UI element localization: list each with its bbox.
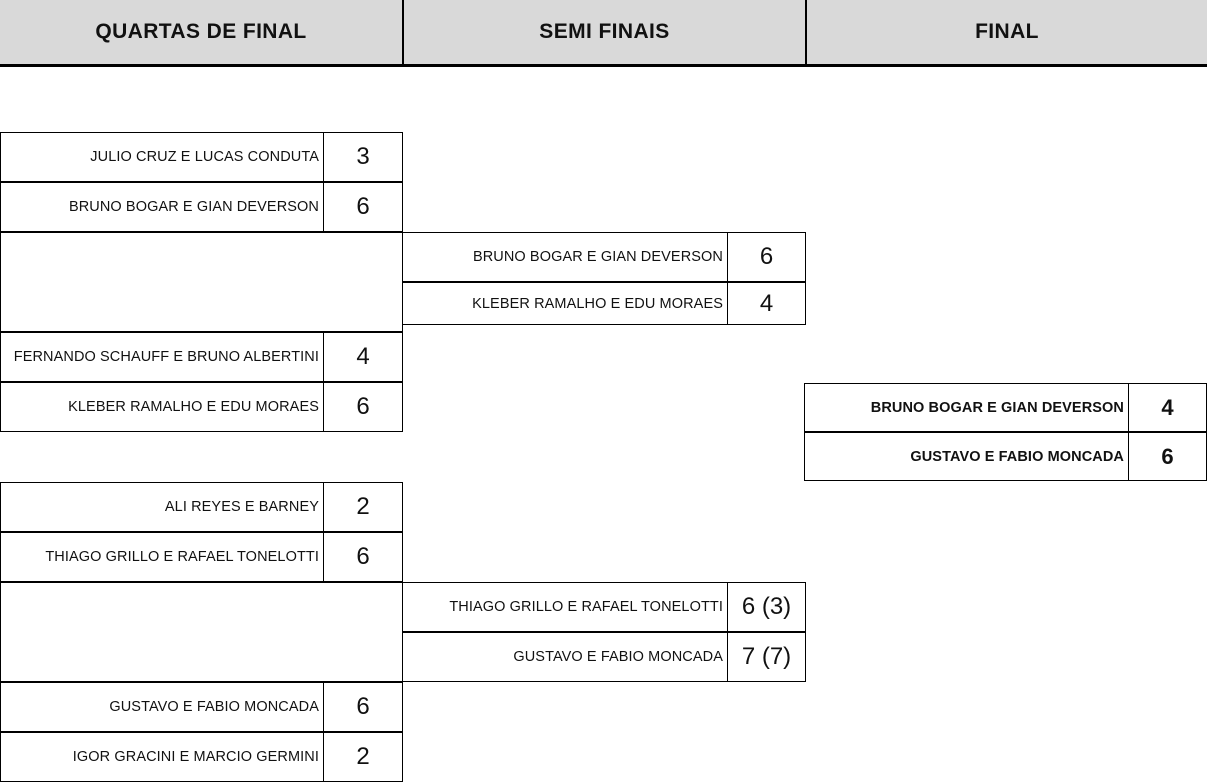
column-header-semifinals: SEMI FINAIS (402, 0, 805, 64)
qf-match-3-team-2-score[interactable]: 6 (323, 532, 403, 582)
bracket-header-band: QUARTAS DE FINAL SEMI FINAIS FINAL (0, 0, 1207, 67)
qf-match-2-team-1-name[interactable]: FERNANDO SCHAUFF E BRUNO ALBERTINI (0, 332, 324, 382)
column-header-final: FINAL (805, 0, 1207, 64)
qf-match-1-team-2-name[interactable]: BRUNO BOGAR E GIAN DEVERSON (0, 182, 324, 232)
sf-match-2-team-1-score[interactable]: 6 (3) (727, 582, 806, 632)
qf-match-3-team-1-score[interactable]: 2 (323, 482, 403, 532)
qf-match-4-team-2-name[interactable]: IGOR GRACINI E MARCIO GERMINI (0, 732, 324, 782)
final-team-1-score[interactable]: 4 (1128, 383, 1207, 432)
qf-match-3-team-1-name[interactable]: ALI REYES E BARNEY (0, 482, 324, 532)
qf-match-1-team-1-score[interactable]: 3 (323, 132, 403, 182)
sf-match-2-team-2-name[interactable]: GUSTAVO E FABIO MONCADA (402, 632, 728, 682)
sf-match-2-team-2-score[interactable]: 7 (7) (727, 632, 806, 682)
qf-match-4-team-2-score[interactable]: 2 (323, 732, 403, 782)
sf-match-2-team-1-name[interactable]: THIAGO GRILLO E RAFAEL TONELOTTI (402, 582, 728, 632)
sf-match-1-team-1-score[interactable]: 6 (727, 232, 806, 282)
qf-match-1-team-1-name[interactable]: JULIO CRUZ E LUCAS CONDUTA (0, 132, 324, 182)
final-team-1-name[interactable]: BRUNO BOGAR E GIAN DEVERSON (804, 383, 1129, 432)
final-team-2-name[interactable]: GUSTAVO E FABIO MONCADA (804, 432, 1129, 481)
sf-match-1-team-2-score[interactable]: 4 (727, 282, 806, 325)
qf-match-4-team-1-name[interactable]: GUSTAVO E FABIO MONCADA (0, 682, 324, 732)
column-header-quarterfinals: QUARTAS DE FINAL (95, 20, 307, 43)
qf-match-4-team-1-score[interactable]: 6 (323, 682, 403, 732)
sf-match-1-team-1-name[interactable]: BRUNO BOGAR E GIAN DEVERSON (402, 232, 728, 282)
qf-connector-block-upper (0, 232, 403, 332)
final-team-2-score[interactable]: 6 (1128, 432, 1207, 481)
sf-match-1-team-2-name[interactable]: KLEBER RAMALHO E EDU MORAES (402, 282, 728, 325)
qf-match-2-team-2-score[interactable]: 6 (323, 382, 403, 432)
qf-match-3-team-2-name[interactable]: THIAGO GRILLO E RAFAEL TONELOTTI (0, 532, 324, 582)
qf-match-2-team-1-score[interactable]: 4 (323, 332, 403, 382)
qf-connector-block-lower (0, 582, 403, 682)
qf-match-1-team-2-score[interactable]: 6 (323, 182, 403, 232)
qf-match-2-team-2-name[interactable]: KLEBER RAMALHO E EDU MORAES (0, 382, 324, 432)
